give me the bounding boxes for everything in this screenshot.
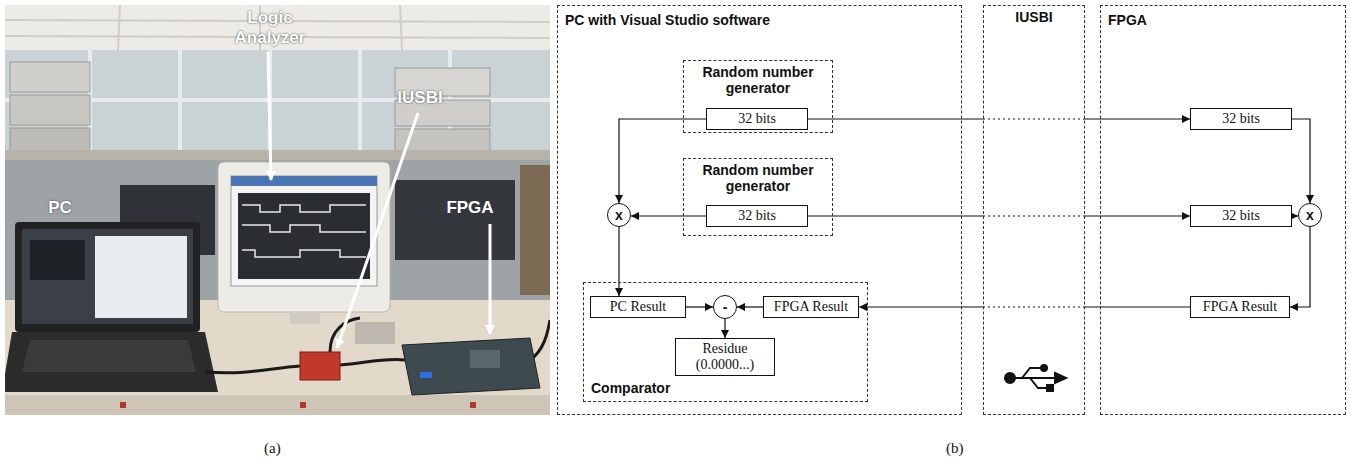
connector-line [1290, 227, 1310, 307]
operator-circle: x [607, 203, 631, 227]
data-box: 32 bits [706, 205, 808, 227]
photo-illustration [5, 5, 550, 415]
connector [631, 216, 706, 217]
result-box: FPGA Result [763, 296, 859, 318]
connector [808, 216, 1190, 217]
connector-line [983, 118, 1085, 119]
group-heading: IUSBI [989, 9, 1079, 25]
data-box: 32 bits [706, 108, 808, 130]
connector-line [808, 118, 983, 119]
leader-arrow [489, 224, 492, 334]
connector [1292, 119, 1310, 203]
interface-panel: IUSBI [983, 5, 1085, 415]
node-text: FPGA Result [1203, 299, 1277, 315]
connector-line [724, 319, 725, 338]
fpga-panel: FPGA 32 bits 32 bits xFPGA Result [1100, 5, 1346, 415]
generator-box: Random number generator 32 bits [683, 60, 833, 133]
data-box: 32 bits [1190, 108, 1292, 130]
panel-caption: (a) [264, 440, 281, 457]
leader-arrow [337, 113, 418, 348]
connector-line [618, 227, 619, 296]
node-text: - [723, 300, 728, 314]
connector [1290, 227, 1310, 307]
connector [737, 307, 763, 308]
node-text: 32 bits [738, 208, 776, 224]
panel-caption: (b) [946, 440, 964, 457]
connector-line [686, 306, 713, 307]
leader-arrow [268, 52, 271, 180]
result-box: PC Result [590, 296, 686, 318]
photo-label: Logic Analyzer [222, 8, 318, 48]
node-text: Residue (0.0000...) [676, 341, 774, 373]
node-text: 32 bits [1222, 208, 1260, 224]
group-heading: Random number generator [689, 64, 827, 96]
node-text: FPGA Result [774, 299, 848, 315]
connector [725, 319, 726, 338]
connector [619, 119, 706, 203]
operator-circle: x [1298, 203, 1322, 227]
connector [859, 307, 1190, 308]
node-text: 32 bits [738, 111, 776, 127]
residue-box: Residue (0.0000...) [675, 338, 775, 376]
result-box: FPGA Result [1190, 296, 1290, 318]
node-text: 32 bits [1222, 111, 1260, 127]
connector-line [859, 306, 983, 307]
connector-line [619, 119, 706, 203]
group-heading: FPGA [1108, 12, 1147, 28]
node-text: PC Result [610, 299, 666, 315]
photo-label: PC [40, 198, 80, 218]
operator-circle: - [713, 295, 737, 319]
photo-label: IUSBI [390, 88, 450, 108]
connector-line [808, 215, 983, 216]
connector-line [983, 306, 1085, 307]
system-panel: PC with Visual Studio softwareRandom num… [557, 5, 962, 415]
node-text: x [1306, 208, 1314, 222]
connector-line [1292, 119, 1310, 203]
group-heading: Comparator [591, 380, 670, 396]
photo-label: FPGA [440, 198, 500, 218]
connector-line [631, 215, 706, 216]
generator-box: Random number generator 32 bits [683, 158, 833, 236]
connector-line [983, 215, 1085, 216]
usb-symbol [1005, 365, 1066, 391]
node-text: x [615, 208, 623, 222]
comparator-box: Comparator PC Result - FPGA ResultResidue (… [583, 282, 868, 402]
connector-line [737, 306, 763, 307]
group-heading: Random number generator [689, 162, 827, 194]
connector [808, 119, 1190, 120]
connector [686, 307, 713, 308]
connector [619, 227, 620, 296]
group-heading: PC with Visual Studio software [565, 12, 770, 28]
data-box: 32 bits [1190, 205, 1292, 227]
